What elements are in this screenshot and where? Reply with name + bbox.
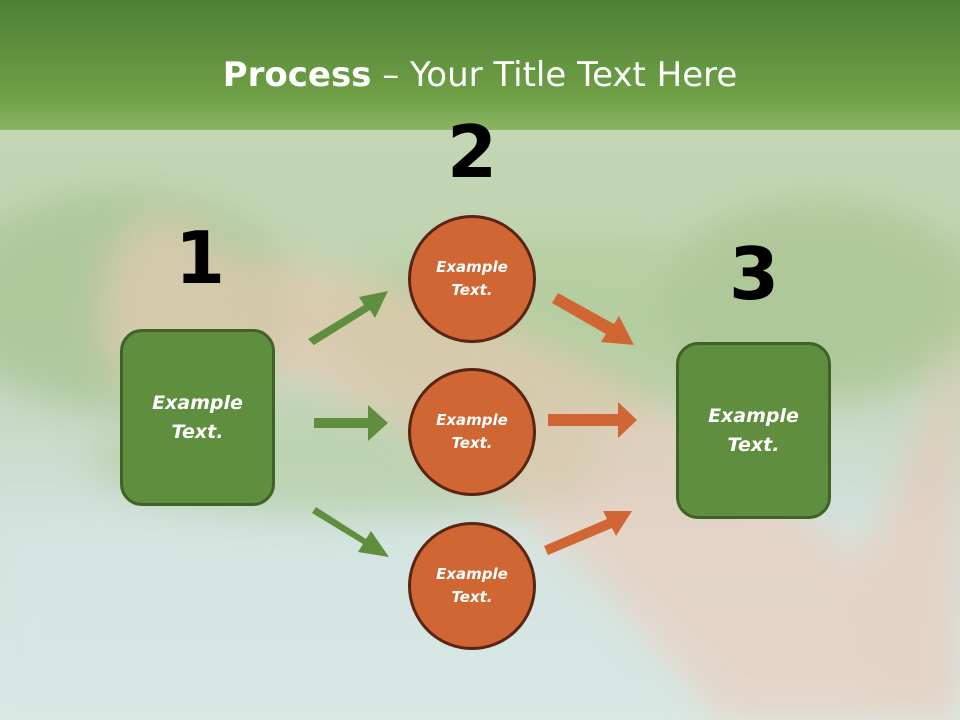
green-arrow-down-icon: [312, 507, 389, 557]
middle-circle-text: Example Text.: [436, 411, 508, 452]
right-box: Example Text.: [676, 342, 831, 519]
title-bold: Process: [222, 55, 372, 95]
step-number-1: 1: [174, 216, 226, 300]
bottom-circle-text: Example Text.: [436, 565, 508, 606]
middle-circle: Example Text.: [408, 368, 536, 496]
top-circle: Example Text.: [408, 215, 536, 343]
right-box-text: Example Text.: [708, 404, 799, 456]
left-box-text: Example Text.: [152, 391, 243, 443]
left-box: Example Text.: [120, 329, 275, 506]
title-rest: – Your Title Text Here: [371, 55, 738, 95]
step-number-3: 3: [728, 232, 780, 316]
slide-title: Process – Your Title Text Here: [0, 54, 960, 96]
orange-arrow-right-icon: [548, 402, 637, 438]
bottom-circle: Example Text.: [408, 522, 536, 650]
green-arrow-right-icon: [314, 405, 388, 441]
green-arrow-up-icon: [308, 291, 388, 345]
top-circle-text: Example Text.: [436, 258, 508, 299]
step-number-2: 2: [446, 110, 498, 194]
orange-arrow-up-icon: [544, 511, 632, 555]
orange-arrow-down-icon: [552, 293, 634, 345]
